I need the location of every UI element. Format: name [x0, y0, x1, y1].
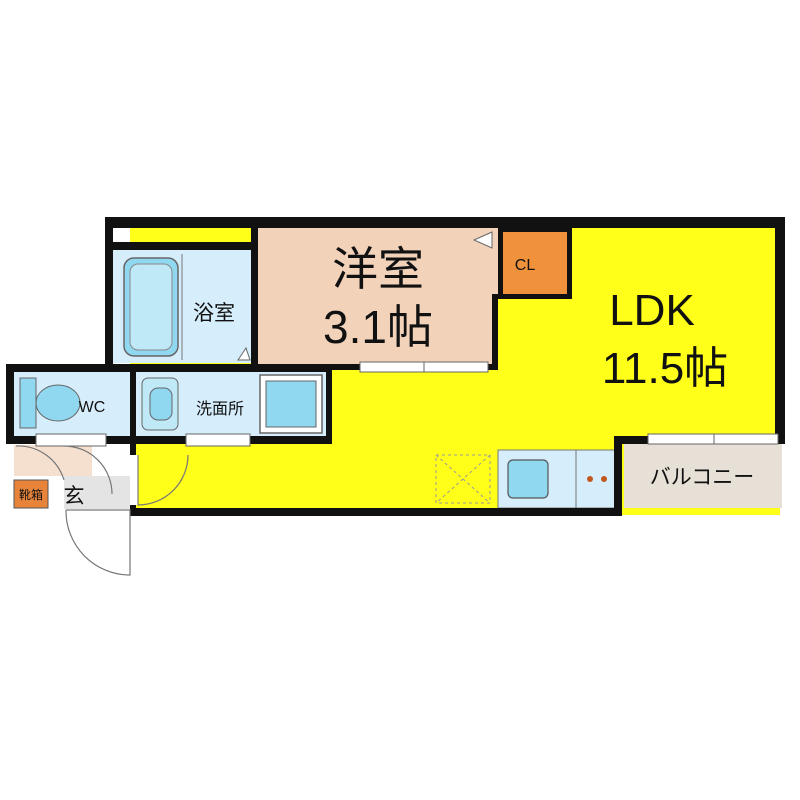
bathtub-inner — [129, 263, 173, 351]
western-room-size: 3.1帖 — [323, 301, 433, 353]
openings — [35, 361, 779, 505]
balcony-floor — [624, 442, 782, 508]
toilet-tank-icon — [19, 377, 37, 429]
closet-label: CL — [515, 257, 536, 274]
washing-machine-drum — [265, 380, 317, 428]
door-swings — [15, 445, 189, 576]
shoe-box — [13, 479, 49, 509]
stove-burner-icon — [601, 476, 607, 482]
ldk-size: 11.5帖 — [602, 344, 728, 393]
refrigerator-space-icon — [435, 454, 491, 504]
entrance-tile — [64, 476, 130, 509]
western-room-floor — [258, 228, 498, 365]
closet-triangle-icon — [472, 231, 493, 249]
western-room-name: 洋室 — [332, 243, 424, 295]
entrance-label: 玄 — [64, 485, 85, 508]
toilet-label: WC — [79, 399, 106, 416]
bathroom-label: 浴室 — [193, 302, 235, 325]
washroom-label: 洗面所 — [196, 400, 244, 418]
stove-burner-icon — [587, 476, 593, 482]
bathroom-triangle-icon — [237, 346, 251, 361]
toilet-bowl-icon — [35, 384, 81, 422]
balcony-label: バルコニー — [650, 466, 755, 489]
closet-floor — [503, 228, 567, 294]
shoe-box-label: 靴箱 — [19, 487, 43, 502]
ldk-name: LDK — [609, 286, 695, 335]
sink-icon — [507, 459, 549, 499]
washbasin-bowl — [149, 387, 173, 421]
